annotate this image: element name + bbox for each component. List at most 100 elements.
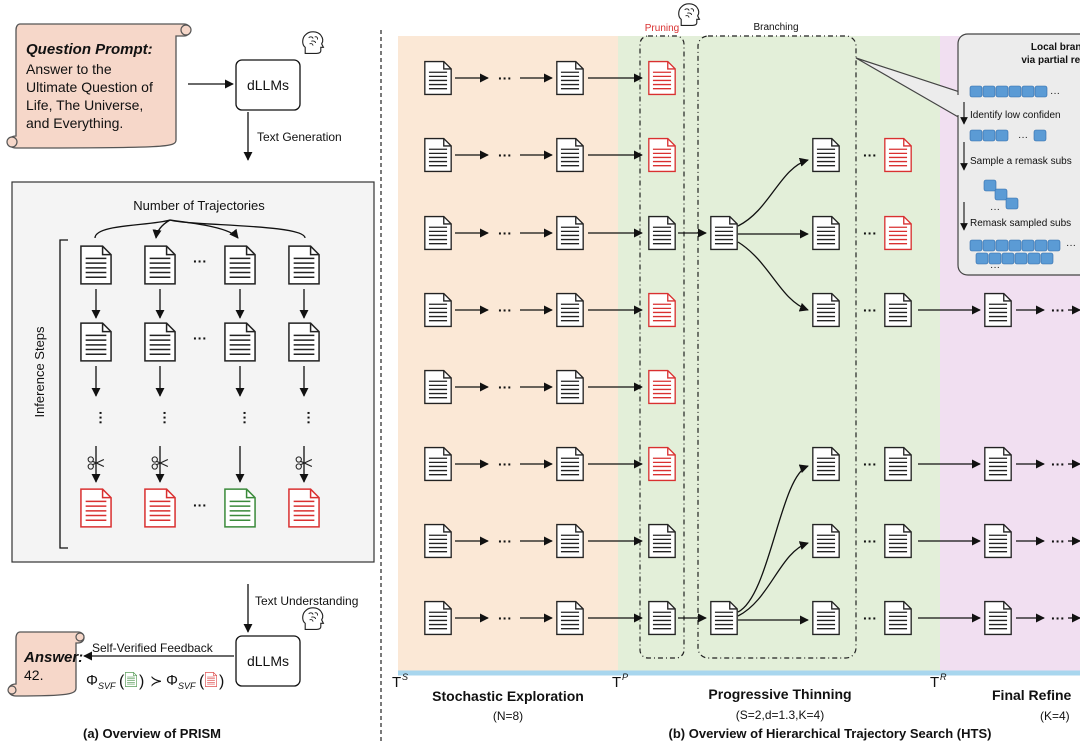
self-verified-feedback-label: Self-Verified Feedback: [92, 641, 214, 655]
pruned-doc: [884, 215, 912, 251]
ellipsis: ···: [1051, 456, 1065, 472]
token-chip: [969, 129, 983, 142]
token-chip: [1008, 85, 1022, 98]
ellipsis: ···: [1051, 533, 1065, 549]
exploration-doc: [424, 292, 452, 328]
ellipsis: ···: [498, 533, 512, 549]
token-chip: [1034, 85, 1048, 98]
ellipsis: ···: [193, 330, 207, 346]
branching-label: Branching: [753, 22, 798, 33]
ellipsis: ···: [237, 411, 253, 425]
pruned-doc: [288, 488, 320, 528]
survivor-doc: [648, 215, 676, 251]
token-chip: [1014, 252, 1028, 265]
question-scroll: [6, 23, 192, 149]
pruned-doc: [648, 446, 676, 482]
token-chip: [995, 239, 1009, 252]
token-chip: [982, 85, 996, 98]
t-s-sup: S: [402, 672, 408, 682]
token-chip: [1008, 239, 1022, 252]
inference-steps-label: Inference Steps: [32, 326, 47, 418]
trajectory-doc: [80, 245, 112, 285]
token-chip: [1047, 239, 1061, 252]
exploration-doc: [424, 60, 452, 96]
ellipsis: ···: [863, 610, 877, 626]
pruned-doc: [648, 292, 676, 328]
exploration-doc: [424, 369, 452, 405]
refine-doc: [984, 523, 1012, 559]
stage-1-params: (N=8): [493, 709, 523, 723]
callout-step-3: Remask sampled subs: [970, 218, 1071, 229]
token-chip: [1033, 129, 1047, 142]
stage-2-title: Progressive Thinning: [708, 686, 851, 702]
svf-subscript-2: SVF: [178, 681, 196, 691]
refine-doc: [984, 292, 1012, 328]
token-chip: [982, 239, 996, 252]
exploration-doc: [556, 292, 584, 328]
pruning-brain-icon: [678, 3, 700, 26]
paren-close-2: ): [219, 673, 224, 690]
ellipsis: ···: [863, 533, 877, 549]
text-understanding-label: Text Understanding: [255, 594, 358, 608]
token-chip: [1005, 197, 1019, 210]
text-generation-label: Text Generation: [257, 130, 342, 144]
ellipsis: ···: [193, 497, 207, 513]
survivor-doc: [884, 446, 912, 482]
exploration-doc: [556, 369, 584, 405]
paren-open-1: (: [119, 673, 125, 690]
question-line-2: Ultimate Question of: [26, 79, 153, 95]
ellipsis: ···: [1051, 302, 1065, 318]
token-chip: [1021, 85, 1035, 98]
trajectory-doc: [144, 322, 176, 362]
refine-doc: [984, 600, 1012, 636]
t-r-sup: R: [940, 672, 947, 682]
pruned-doc: [884, 137, 912, 173]
trajectory-doc: [80, 322, 112, 362]
phi-symbol-1: Φ: [86, 672, 98, 689]
answer-title: Answer:: [23, 649, 83, 666]
trajectory-doc: [224, 322, 256, 362]
ellipsis: ···: [1051, 610, 1065, 626]
t-p-marker: T: [612, 674, 621, 691]
branch-child-doc: [812, 446, 840, 482]
token-chip: [1001, 252, 1015, 265]
callout-title-1: Local branch: [1031, 42, 1080, 53]
pruned-doc: [144, 488, 176, 528]
pruned-doc: [80, 488, 112, 528]
branch-arrows: [737, 157, 809, 625]
dllm-bottom-box: [235, 635, 301, 687]
ellipsis: ···: [498, 456, 512, 472]
ellipsis: ···: [498, 70, 512, 86]
t-r-marker: T: [930, 674, 939, 691]
ellipsis: ···: [863, 456, 877, 472]
exploration-region: [398, 36, 618, 672]
trajectory-doc: [224, 245, 256, 285]
callout-ellipsis-5: ···: [990, 262, 1000, 273]
branch-child-doc: [812, 600, 840, 636]
ellipsis: ···: [863, 225, 877, 241]
callout-step-2: Sample a remask subs: [970, 156, 1072, 167]
pruning-box: [639, 35, 685, 659]
stage-1-title: Stochastic Exploration: [432, 688, 584, 704]
token-chip: [1021, 239, 1035, 252]
ellipsis: ···: [193, 253, 207, 269]
dllm-bottom-label: dLLMs: [247, 653, 289, 669]
callout-title-2: via partial rema: [1021, 55, 1080, 66]
answer-scroll: [7, 631, 85, 697]
svf-formula: Φ SVF ( ) ≻ Φ SVF ( ): [86, 672, 224, 691]
trajectory-doc: [144, 245, 176, 285]
question-line-4: and Everything.: [26, 115, 123, 131]
refine-doc: [984, 446, 1012, 482]
callout-ellipsis-4: ···: [1066, 240, 1076, 251]
survivor-doc: [884, 292, 912, 328]
answer-value: 42.: [24, 667, 43, 683]
exploration-doc: [556, 215, 584, 251]
token-chip: [988, 252, 1002, 265]
callout-tokens: [969, 85, 1061, 265]
ellipsis: ···: [498, 302, 512, 318]
paren-open-2: (: [199, 673, 205, 690]
token-chip: [969, 85, 983, 98]
branch-parent-doc: [710, 600, 738, 636]
